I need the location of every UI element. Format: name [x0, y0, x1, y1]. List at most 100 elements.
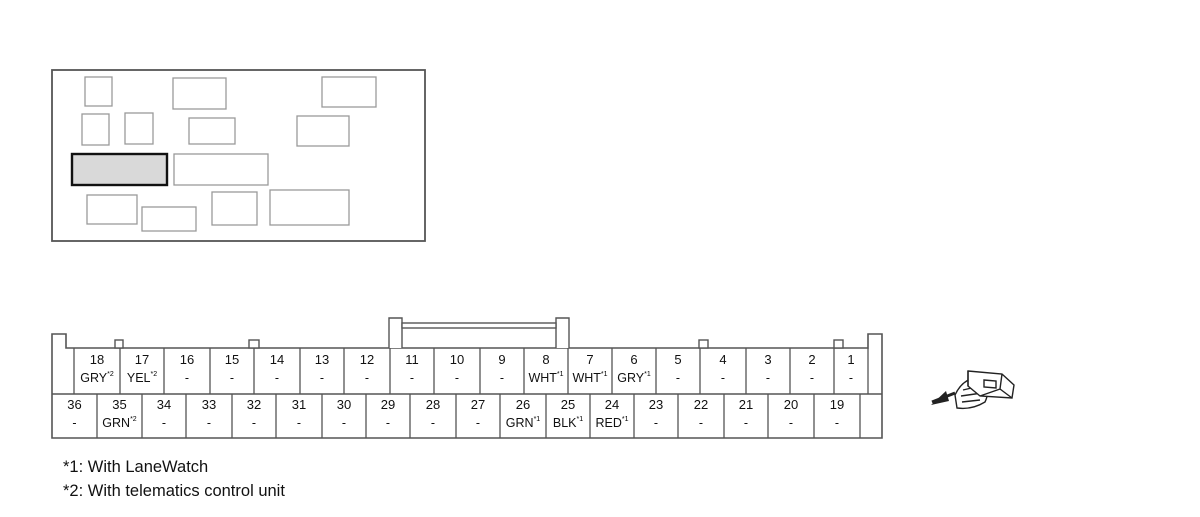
- wire-color: WHT: [572, 371, 601, 385]
- pin-cavity: 4-: [719, 352, 726, 385]
- locator-slot: [172, 77, 227, 110]
- wire-color: GRN: [506, 416, 534, 430]
- locator-slot: [173, 153, 269, 186]
- pin-cavity: 19-: [830, 397, 844, 430]
- wire-color: -: [342, 416, 346, 430]
- pin-number: 35: [112, 397, 126, 412]
- pin-cavity: 21-: [739, 397, 753, 430]
- pin-cavity: 1-: [847, 352, 854, 385]
- wire-note-marker: *2: [107, 371, 114, 378]
- locator-highlighted-connector: [70, 152, 169, 187]
- wire-color: -: [654, 416, 658, 430]
- wire-color: -: [162, 416, 166, 430]
- pin-cavity: 11-: [405, 352, 419, 385]
- wire-color: -: [297, 416, 301, 430]
- wire-color: -: [386, 416, 390, 430]
- latch-bar: [401, 322, 557, 329]
- pin-cavity: 20 -: [784, 397, 798, 430]
- pin-number: 1: [847, 352, 854, 367]
- latch-post-right: [555, 317, 570, 348]
- footnotes: *1: With LaneWatch *2: With telematics c…: [63, 455, 285, 503]
- pin-cavity: 2-: [808, 352, 815, 385]
- pin-cavity: 13 -: [315, 352, 329, 385]
- locator-slot: [269, 189, 350, 226]
- pin-number: 33: [202, 397, 216, 412]
- wire-color: RED: [595, 416, 621, 430]
- pin-number: 5: [674, 352, 681, 367]
- wire-note-marker: *1: [534, 416, 541, 423]
- pin-cavity: 16-: [180, 352, 194, 385]
- pin-cavity: 29 -: [381, 397, 395, 430]
- wire-color: -: [230, 371, 234, 385]
- locator-slot: [188, 117, 236, 145]
- pin-cavity: 32 -: [247, 397, 261, 430]
- pin-number: 28: [426, 397, 440, 412]
- locator-panel: [51, 69, 426, 242]
- connector-face: 18GRY*217YEL*216-15-14-13-12-11-10-9-8WH…: [51, 317, 883, 439]
- locking-tab: [248, 339, 260, 349]
- pin-number: 32: [247, 397, 261, 412]
- pin-number: 36: [67, 397, 81, 412]
- pin-number: 7: [586, 352, 593, 367]
- wire-color: -: [252, 416, 256, 430]
- pin-number: 27: [471, 397, 485, 412]
- wire-color: -: [476, 416, 480, 430]
- latch-post-left: [388, 317, 403, 348]
- wire-color: GRY: [80, 371, 108, 385]
- pin-cavity: 33-: [202, 397, 216, 430]
- pin-number: 34: [157, 397, 171, 412]
- pin-number: 29: [381, 397, 395, 412]
- pin-cavity: 10-: [450, 352, 464, 385]
- footnote-telematics: *2: With telematics control unit: [63, 482, 285, 500]
- pin-cavity: 34 -: [157, 397, 171, 430]
- wire-note-marker: *1: [622, 416, 629, 423]
- pin-number: 26: [516, 397, 530, 412]
- locator-slot: [321, 76, 377, 108]
- pin-number: 24: [605, 397, 619, 412]
- wire-color: -: [744, 416, 748, 430]
- locator-slot: [81, 113, 110, 146]
- pin-number: 10: [450, 352, 464, 367]
- locator-slot: [141, 206, 197, 232]
- locator-slot: [86, 194, 138, 225]
- wire-color: GRY: [617, 371, 645, 385]
- wire-color: -: [676, 371, 680, 385]
- pin-cavity: 23 -: [649, 397, 663, 430]
- pin-cavity: 30-: [337, 397, 351, 430]
- pin-number: 13: [315, 352, 329, 367]
- pin-cavity: 5-: [674, 352, 681, 385]
- pin-cavity: 31-: [292, 397, 306, 430]
- wire-color: -: [320, 371, 324, 385]
- wire-note-marker: *1: [557, 371, 564, 378]
- wire-color: -: [789, 416, 793, 430]
- pin-number: 17: [135, 352, 149, 367]
- pin-number: 16: [180, 352, 194, 367]
- pin-cavity: 22-: [694, 397, 708, 430]
- locator-slot: [84, 76, 113, 107]
- pin-number: 4: [719, 352, 726, 367]
- locking-tab: [833, 339, 844, 349]
- wire-color: YEL: [127, 371, 151, 385]
- pin-number: 22: [694, 397, 708, 412]
- pin-number: 23: [649, 397, 663, 412]
- pin-cavity: 36-: [67, 397, 81, 430]
- wire-color: -: [431, 416, 435, 430]
- pin-cavity: 27 -: [471, 397, 485, 430]
- wire-color: -: [849, 371, 853, 385]
- pin-number: 20: [784, 397, 798, 412]
- pin-cavity: 15-: [225, 352, 239, 385]
- pin-cavity: 12-: [360, 352, 374, 385]
- connector-outline: [51, 333, 883, 439]
- wire-note-marker: *2: [151, 371, 158, 378]
- pin-number: 25: [561, 397, 575, 412]
- wire-color: -: [721, 371, 725, 385]
- locator-slot: [124, 112, 154, 145]
- locator-slot: [296, 115, 350, 147]
